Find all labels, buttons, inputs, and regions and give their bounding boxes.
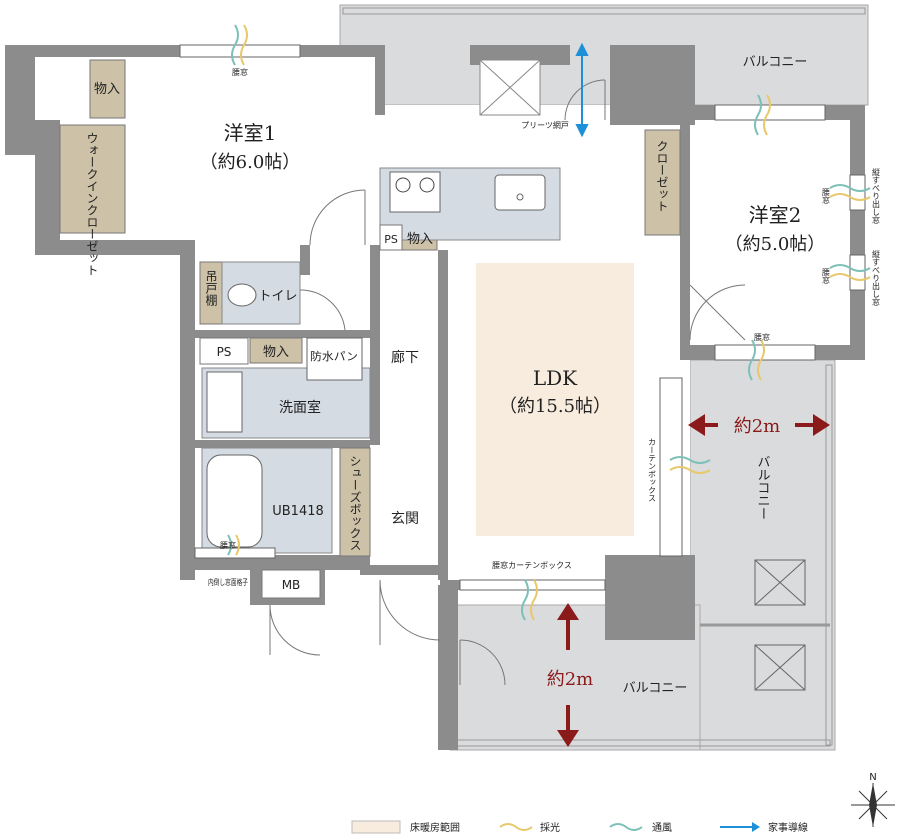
balcony-label-east: バルコニー [755, 455, 771, 520]
western-room-1-size: （約6.0帖） [200, 152, 301, 173]
waist-window-label-bath: 腰窓 [220, 540, 236, 550]
walkin-closet [59, 124, 126, 234]
legend-floor-heating-swatch [351, 820, 401, 834]
pleats-screen-label: プリーツ網戸 [521, 120, 569, 130]
aircon-outdoor-unit-2 [754, 644, 806, 691]
storage-1 [89, 59, 126, 119]
western-room-2-name: 洋室2 [749, 203, 802, 227]
cooktop [389, 171, 441, 213]
ps-kitchen [379, 224, 403, 251]
balcony-rail-north [342, 7, 866, 15]
legend-housework-swatch [752, 822, 760, 832]
ps-label-kitchen: PS [384, 233, 398, 246]
ldk-name: LDK [533, 366, 578, 390]
aircon-outdoor-unit-1 [754, 559, 806, 606]
windows [179, 44, 866, 591]
storage-wash [249, 337, 303, 364]
dimension-south-label: 約2m [547, 669, 594, 690]
inner-window-grille-label: 内倒し窓面格子 [208, 577, 248, 587]
legend-ventilation-label: 通風 [652, 822, 672, 834]
light-wind-indicators [227, 24, 871, 621]
legend-daylight-swatch [499, 823, 533, 831]
closet-2 [644, 129, 681, 236]
walkin-closet-label: ウォークインクローゼット [85, 132, 99, 276]
balcony-label-north: バルコニー [743, 55, 808, 70]
floor-heating-area [476, 263, 634, 536]
kitchen-sink [494, 174, 546, 211]
bath-label: UB1418 [272, 504, 324, 519]
bathtub [206, 454, 263, 548]
legend-housework-label: 家事導線 [768, 821, 808, 834]
entrance-label: 玄関 [391, 510, 419, 527]
balcony-rail-east [825, 364, 833, 746]
legend-ventilation-swatch [609, 823, 643, 831]
closet-2-label: クローゼット [655, 140, 669, 212]
shoes-box-label: シューズボックス [348, 455, 362, 551]
balcony-north [339, 4, 869, 106]
waterproof-pan [306, 337, 363, 381]
waist-window-curtain-box-label: 腰窓カーテンボックス [492, 560, 572, 570]
ldk-size: （約15.5帖） [499, 396, 611, 417]
waist-window-label-e1: 腰窓 [822, 188, 831, 204]
balcony-label-south: バルコニー [623, 681, 688, 696]
curtain-box-label: カーテンボックス [648, 438, 657, 502]
ps-wash [199, 337, 249, 365]
legend-daylight-label: 採光 [540, 821, 560, 834]
shoes-box [339, 447, 371, 557]
waist-window-label-1: 腰窓 [232, 67, 248, 77]
hallway-label: 廊下 [391, 349, 419, 366]
western-room-1-name: 洋室1 [224, 121, 277, 145]
storage-areas [59, 59, 681, 557]
north-label: N [869, 772, 876, 783]
washbasin [206, 371, 243, 433]
waterproof-pan-label: 防水パン [310, 349, 358, 363]
legend: 床暖房範囲 採光 通風 家事導線 [351, 820, 808, 834]
doors [269, 79, 746, 686]
legend-floor-heating-label: 床暖房範囲 [410, 821, 460, 834]
vertical-window-label-2: 縦すべり出し窓 [872, 249, 881, 306]
walls [5, 45, 865, 750]
dimension-east-label: 約2m [734, 416, 781, 437]
mb-label: MB [282, 578, 301, 592]
storage-label-kitchen: 物入 [407, 232, 433, 247]
storage-label-1: 物入 [94, 82, 120, 97]
dimension-arrows [557, 414, 830, 747]
vertical-window-label-1: 縦すべり出し窓 [872, 167, 881, 224]
mb-box [261, 569, 321, 599]
waist-window-label-2: 腰窓 [754, 332, 770, 342]
compass: N [851, 772, 895, 827]
washroom-label: 洗面室 [279, 399, 321, 416]
hanging-shelf-label: 吊戸棚 [204, 270, 218, 307]
wet-areas [199, 59, 561, 599]
toilet-label: トイレ [258, 289, 297, 304]
ps-label-wash: PS [217, 345, 232, 359]
waist-window-label-e2: 腰窓 [822, 268, 831, 284]
western-room-2-size: （約5.0帖） [725, 234, 826, 255]
toilet-bowl [227, 283, 257, 307]
storage-label-wash: 物入 [263, 345, 289, 360]
housework-path-arrow [575, 42, 589, 138]
